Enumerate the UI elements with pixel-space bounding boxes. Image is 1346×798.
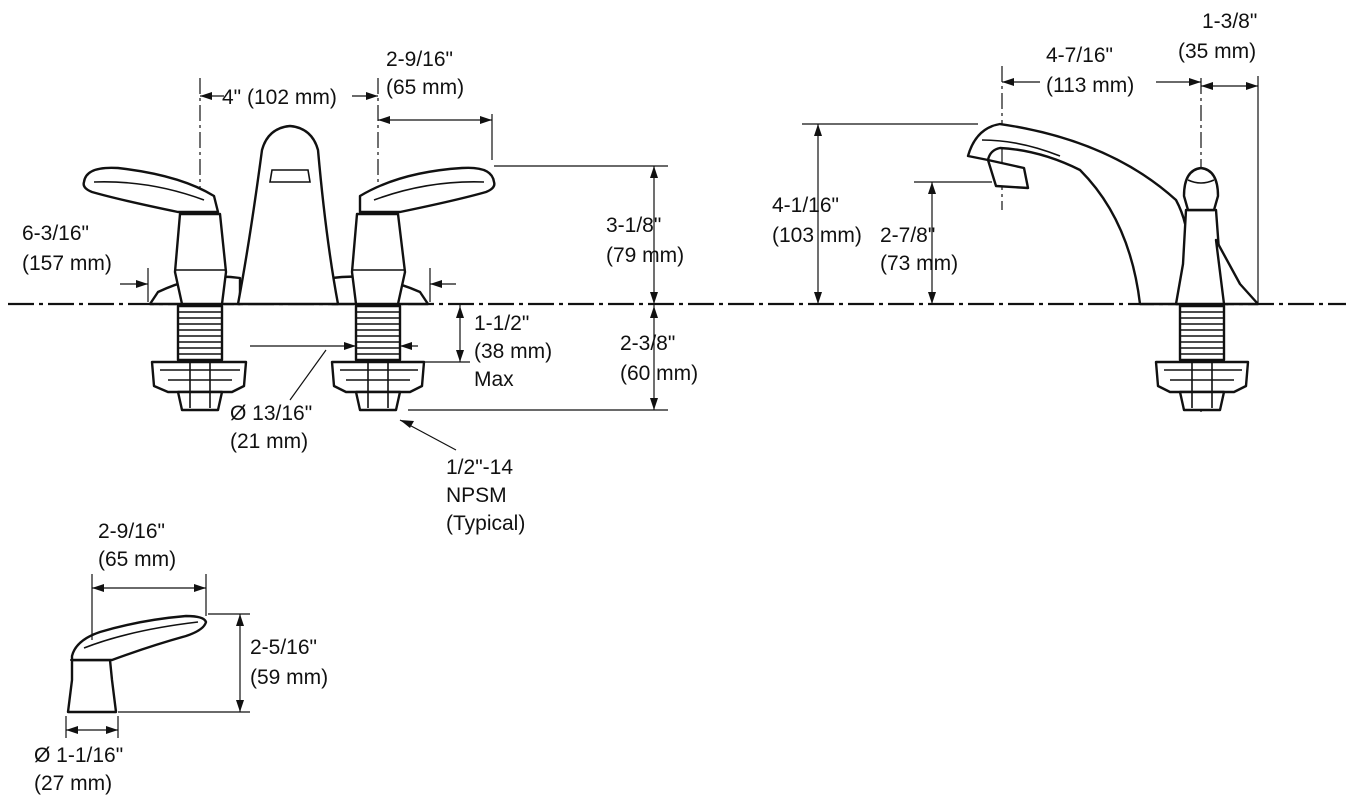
handle-height-in: 3-1/8": [606, 214, 661, 237]
shank-length-mm: (60 mm): [620, 362, 698, 385]
aerator: [986, 158, 1030, 190]
detail-height-mm: (59 mm): [250, 666, 328, 689]
deck-thickness-max: Max: [474, 368, 514, 391]
spout-height-in: 4-1/16": [772, 194, 839, 217]
shank-diameter-mm: (21 mm): [230, 430, 308, 453]
right-handle: [350, 212, 407, 306]
shank-diameter-in: Ø 13/16": [230, 402, 312, 425]
thread-spec-line1: 1/2"-14: [446, 456, 513, 479]
handle-height-mm: (79 mm): [606, 244, 684, 267]
overall-width-in: 6-3/16": [22, 222, 89, 245]
right-mount-nut: [330, 360, 426, 394]
detail-height-in: 2-5/16": [250, 636, 317, 659]
detail-length-in: 2-9/16": [98, 520, 165, 543]
handle-reach-in: 2-9/16": [386, 48, 453, 71]
thread-spec-line3: (Typical): [446, 512, 525, 535]
handle-offset-in: 1-3/8": [1202, 10, 1257, 33]
detail-length-mm: (65 mm): [98, 548, 176, 571]
spout-height-mm: (103 mm): [772, 224, 862, 247]
side-mount-nut: [1154, 360, 1250, 394]
detail-base-dia-mm: (27 mm): [34, 772, 112, 795]
aerator-height-in: 2-7/8": [880, 224, 935, 247]
aerator-height-mm: (73 mm): [880, 252, 958, 275]
overall-width-mm: (157 mm): [22, 252, 112, 275]
deck-thickness-in: 1-1/2": [474, 312, 529, 335]
centers-dimension: 4" (102 mm): [222, 86, 337, 109]
front-view: 4" (102 mm) 2-9/16" (65 mm) 6-3/16" (157…: [22, 48, 698, 535]
detail-handle: [66, 658, 118, 714]
left-handle: [173, 212, 228, 306]
shank-length-in: 2-3/8": [620, 332, 675, 355]
deck-thickness-mm: (38 mm): [474, 340, 552, 363]
spout-reach-mm: (113 mm): [1046, 74, 1134, 97]
spout-arc: [966, 122, 1192, 306]
spout-reach-in: 4-7/16": [1046, 44, 1113, 67]
thread-spec-line2: NPSM: [446, 484, 507, 507]
side-view: 4-7/16" (113 mm) 1-3/8" (35 mm) 4-1/16" …: [772, 10, 1260, 412]
handle-reach-mm: (65 mm): [386, 76, 464, 99]
handle-offset-mm: (35 mm): [1178, 40, 1256, 63]
left-mount-nut: [150, 360, 248, 394]
detail-base-dia-in: Ø 1-1/16": [34, 744, 123, 767]
spout-body: [236, 124, 340, 306]
handle-detail-view: 2-9/16" (65 mm) 2-5/16" (59 mm) Ø 1-1/16…: [34, 520, 328, 795]
